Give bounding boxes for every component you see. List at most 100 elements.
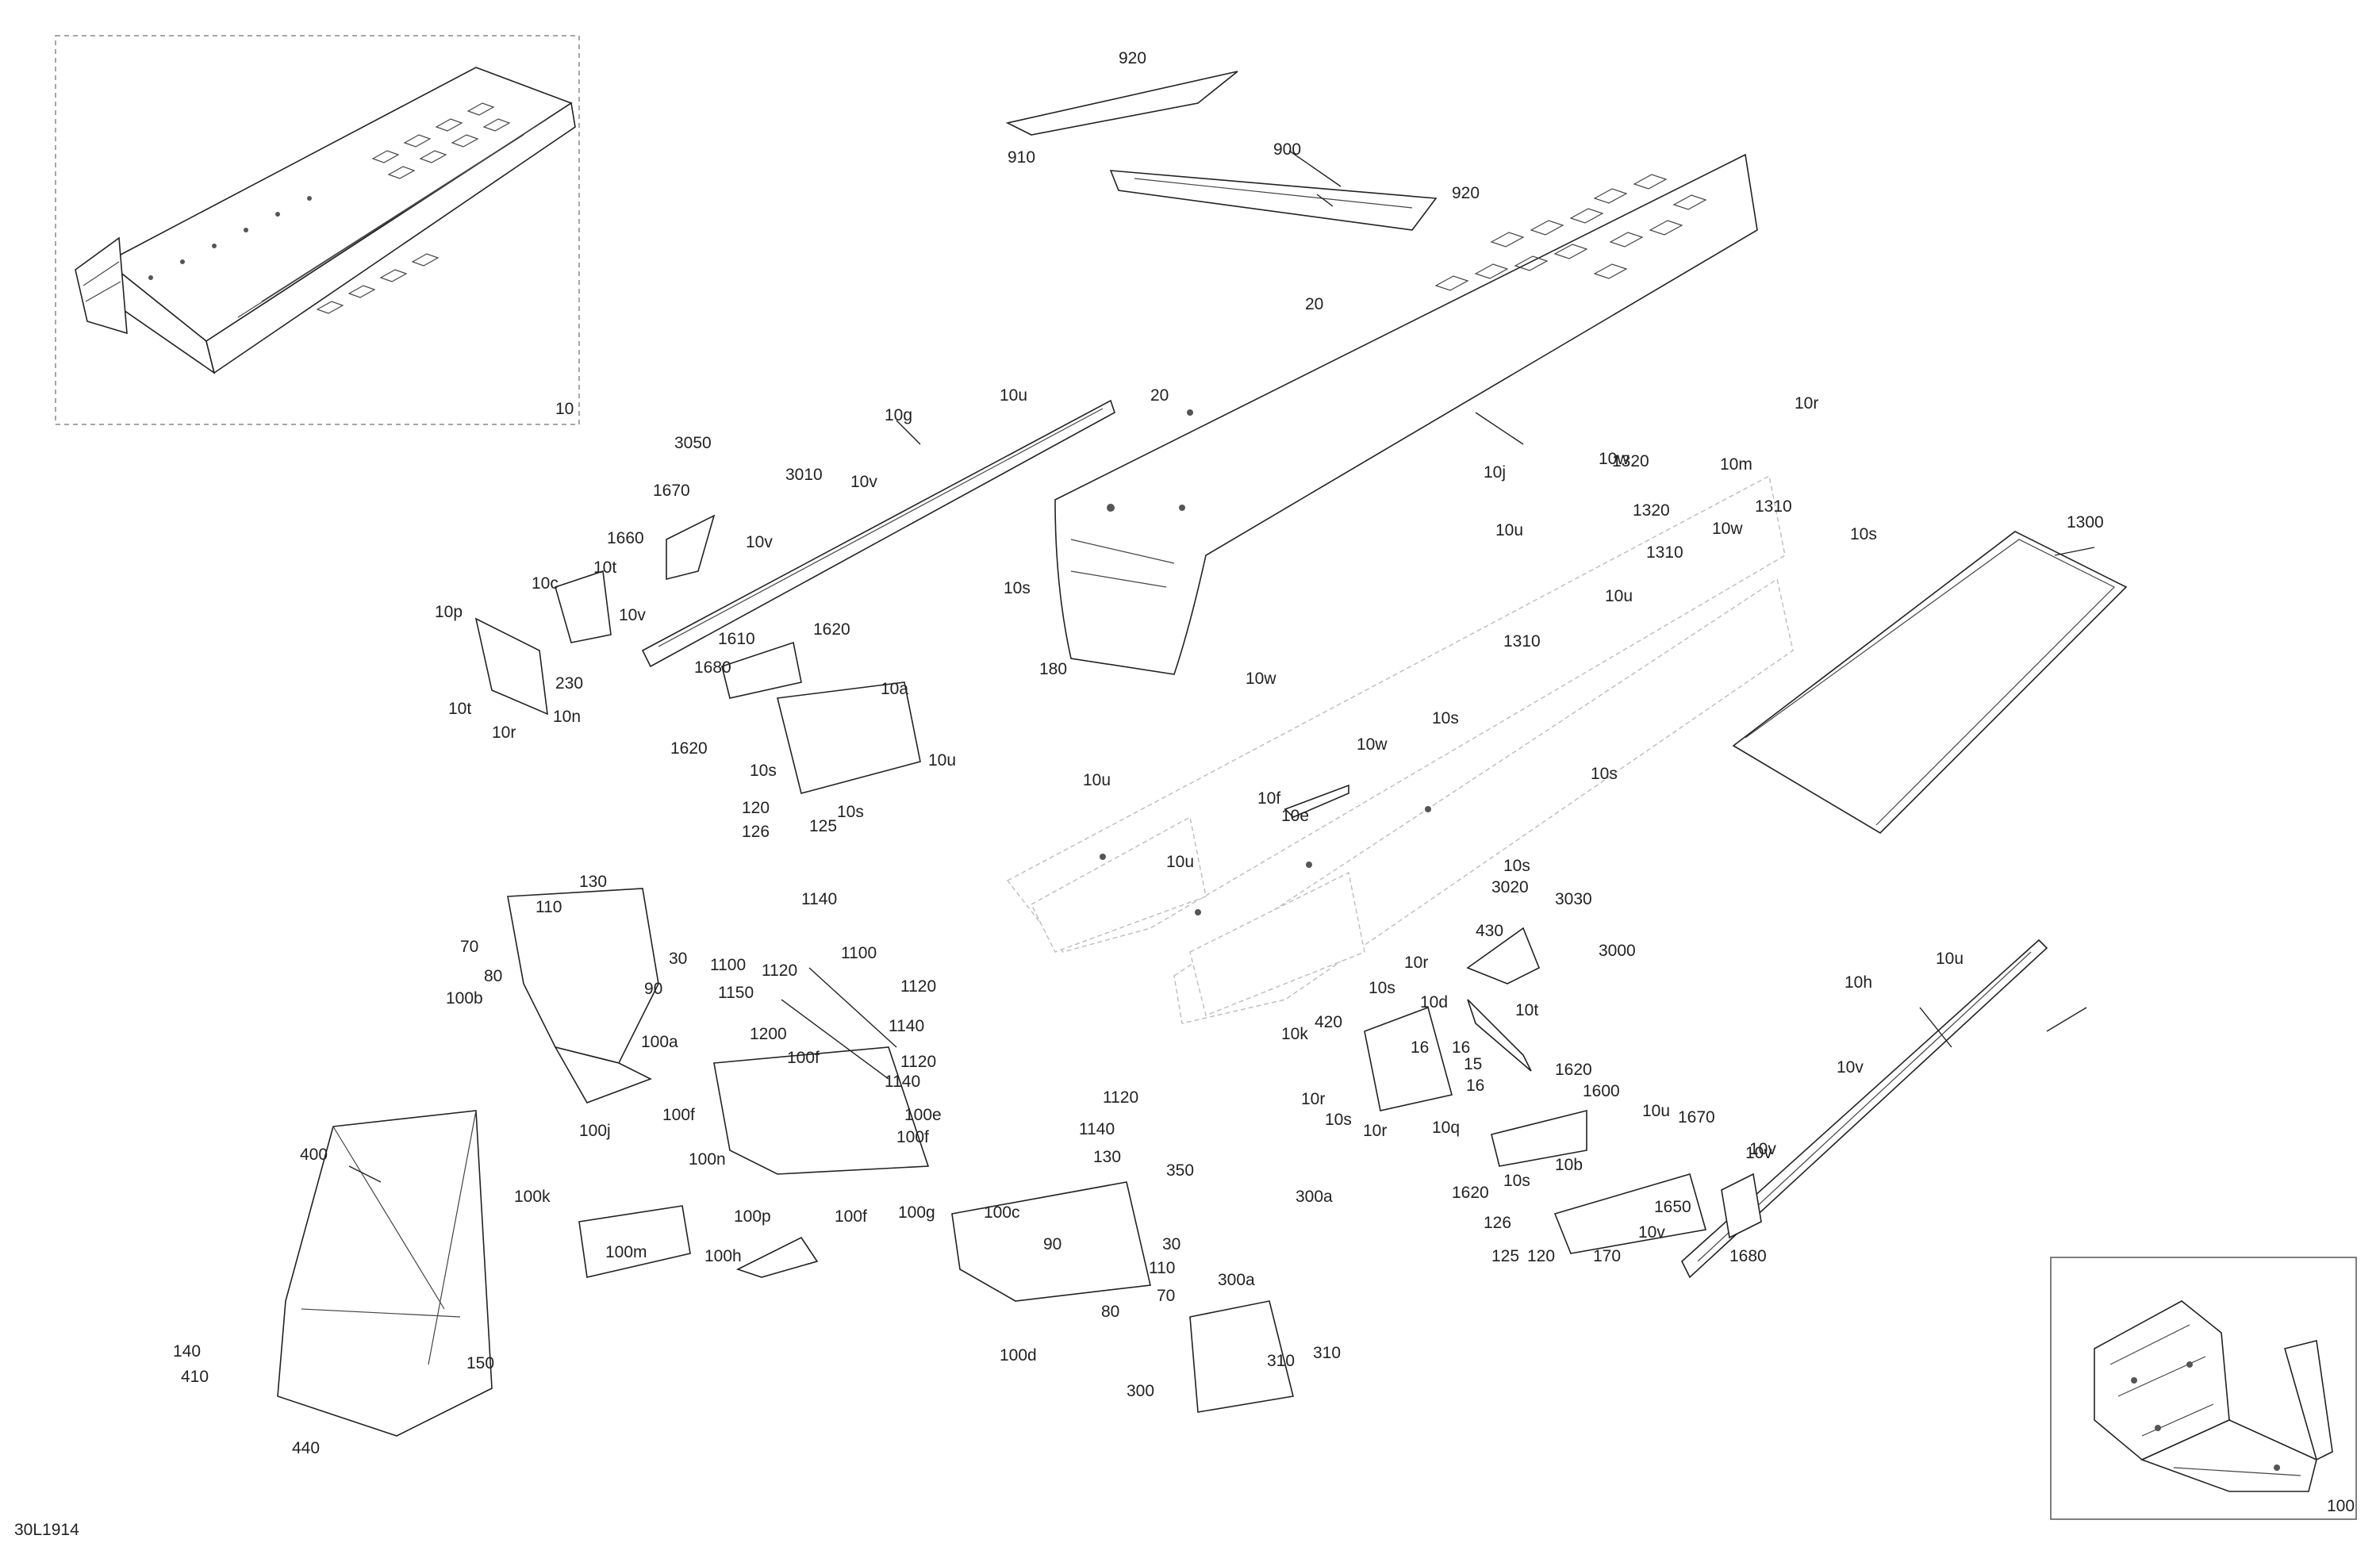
callout-label: 3010 xyxy=(785,466,823,484)
callout-label: 10w xyxy=(1599,450,1630,468)
callout-label: 16 xyxy=(1452,1038,1470,1057)
callout-label: 420 xyxy=(1315,1013,1342,1031)
callout-label: 100b xyxy=(446,989,483,1008)
callout-label: 310 xyxy=(1313,1344,1341,1362)
callout-label: 100g xyxy=(898,1203,935,1222)
callout-label: 10u xyxy=(1642,1102,1670,1120)
callout-label: 10v xyxy=(1837,1058,1864,1077)
callout-label: 126 xyxy=(742,823,770,841)
callout-label: 120 xyxy=(742,799,770,817)
callout-label: 150 xyxy=(466,1354,494,1372)
callout-label: 100f xyxy=(835,1207,867,1226)
callout-label: 170 xyxy=(1593,1247,1621,1265)
callout-label: 300 xyxy=(1127,1382,1154,1400)
callout-label: 16 xyxy=(1466,1077,1484,1095)
callout-label: 920 xyxy=(1119,49,1146,67)
callout-label: 1310 xyxy=(1646,543,1683,562)
callout-label: 1140 xyxy=(1079,1120,1115,1138)
callout-label: 80 xyxy=(484,967,502,985)
tunnel-top-panel xyxy=(1054,153,1758,675)
callout-label: 130 xyxy=(1093,1148,1121,1166)
callout-label: 10u xyxy=(1936,950,1964,968)
callout-label: 15 xyxy=(1464,1055,1482,1073)
callout-label: 1620 xyxy=(813,620,850,639)
callout-label: 10w xyxy=(1357,735,1388,754)
callout-label: 10w xyxy=(1246,670,1276,688)
callout-label: 100a xyxy=(641,1033,678,1051)
callout-label: 10s xyxy=(1004,579,1031,597)
drawing-id: 30L1914 xyxy=(14,1521,79,1539)
callout-label: 100f xyxy=(787,1049,820,1067)
callout-label: 1310 xyxy=(1755,497,1792,516)
callout-label: 90 xyxy=(644,980,662,998)
callout-label: 1610 xyxy=(718,630,755,648)
callout-label: 430 xyxy=(1476,922,1503,940)
callout-label: 1120 xyxy=(900,977,936,996)
callout-label: 10s xyxy=(1503,1172,1530,1190)
callout-label: 3030 xyxy=(1555,890,1592,908)
callout-label: 10r xyxy=(1363,1122,1387,1140)
callout-label: 300a xyxy=(1296,1188,1333,1206)
callout-label: 1120 xyxy=(900,1053,936,1071)
callout-label: 100f xyxy=(662,1106,695,1124)
callout-label: 126 xyxy=(1484,1214,1511,1232)
callout-label: 1680 xyxy=(1729,1247,1767,1265)
callout-label: 10u xyxy=(1605,587,1633,605)
callout-label: 100c xyxy=(984,1203,1020,1222)
inset-front-frame-assembly: 100 xyxy=(2050,1257,2357,1520)
callout-label: 1620 xyxy=(1555,1061,1592,1079)
callout-label: 30 xyxy=(669,950,687,968)
inset-tunnel-assembly: 10 xyxy=(55,35,580,425)
callout-label: 350 xyxy=(1166,1161,1194,1180)
callout-label: 100k xyxy=(514,1188,551,1206)
callout-label: 1320 xyxy=(1612,452,1649,470)
callout-label: 80 xyxy=(1101,1303,1119,1321)
callout-label: 180 xyxy=(1039,660,1067,678)
callout-label: 10v xyxy=(1745,1144,1772,1162)
callout-label: 125 xyxy=(809,817,837,835)
callout-label: 920 xyxy=(1452,184,1480,202)
callout-label: 900 xyxy=(1273,140,1301,159)
tunnel-rear-bumper-rail xyxy=(1732,531,2128,835)
callout-label: 10s xyxy=(1850,525,1877,543)
callout-label: 1150 xyxy=(718,984,754,1002)
callout-label: 1310 xyxy=(1503,632,1541,651)
callout-label: 300a xyxy=(1218,1271,1255,1289)
callout-label: 10k xyxy=(1281,1025,1308,1043)
callout-label: 10e xyxy=(1281,807,1309,825)
callout-label: 10u xyxy=(1166,853,1194,871)
callout-label: 10s xyxy=(1591,765,1618,783)
callout-label: 230 xyxy=(555,674,583,693)
callout-label: 10j xyxy=(1484,463,1506,482)
callout-label: 10m xyxy=(1720,455,1752,474)
callout-label: 1670 xyxy=(1678,1108,1715,1127)
callout-label: 10r xyxy=(1301,1090,1325,1108)
callout-label: 100h xyxy=(704,1247,742,1265)
callout-label: 10f xyxy=(1257,789,1280,808)
callout-label: 1120 xyxy=(762,961,797,980)
callout-label: 10r xyxy=(1404,954,1428,972)
callout-label: 1100 xyxy=(841,944,877,962)
callout-label: 10v xyxy=(746,533,773,551)
callout-label: 10u xyxy=(1495,521,1523,539)
callout-label: 10u xyxy=(1083,771,1111,789)
callout-label: 125 xyxy=(1491,1247,1519,1265)
callout-label: 110 xyxy=(536,898,562,916)
callout-label: 10g xyxy=(885,406,912,424)
callout-label: 3050 xyxy=(674,434,712,452)
callout-label: 1660 xyxy=(607,529,644,547)
callout-label: 10s xyxy=(1432,709,1459,727)
callout-label: 10s xyxy=(750,762,777,780)
callout-label: 10q xyxy=(1432,1119,1460,1137)
callout-label: 10s xyxy=(837,803,864,821)
bracket-parts xyxy=(474,514,1762,1254)
callout-label: 30 xyxy=(1162,1235,1180,1253)
callout-label: 1100 xyxy=(710,956,746,974)
callout-label: 10p xyxy=(435,603,463,621)
tunnel-side-frame xyxy=(1006,474,1794,1024)
callout-label: 100e xyxy=(904,1106,942,1124)
callout-label: 10t xyxy=(448,700,471,718)
callout-label: 100p xyxy=(734,1207,771,1226)
callout-label: 130 xyxy=(579,873,607,891)
callout-label: 16 xyxy=(1411,1038,1429,1057)
